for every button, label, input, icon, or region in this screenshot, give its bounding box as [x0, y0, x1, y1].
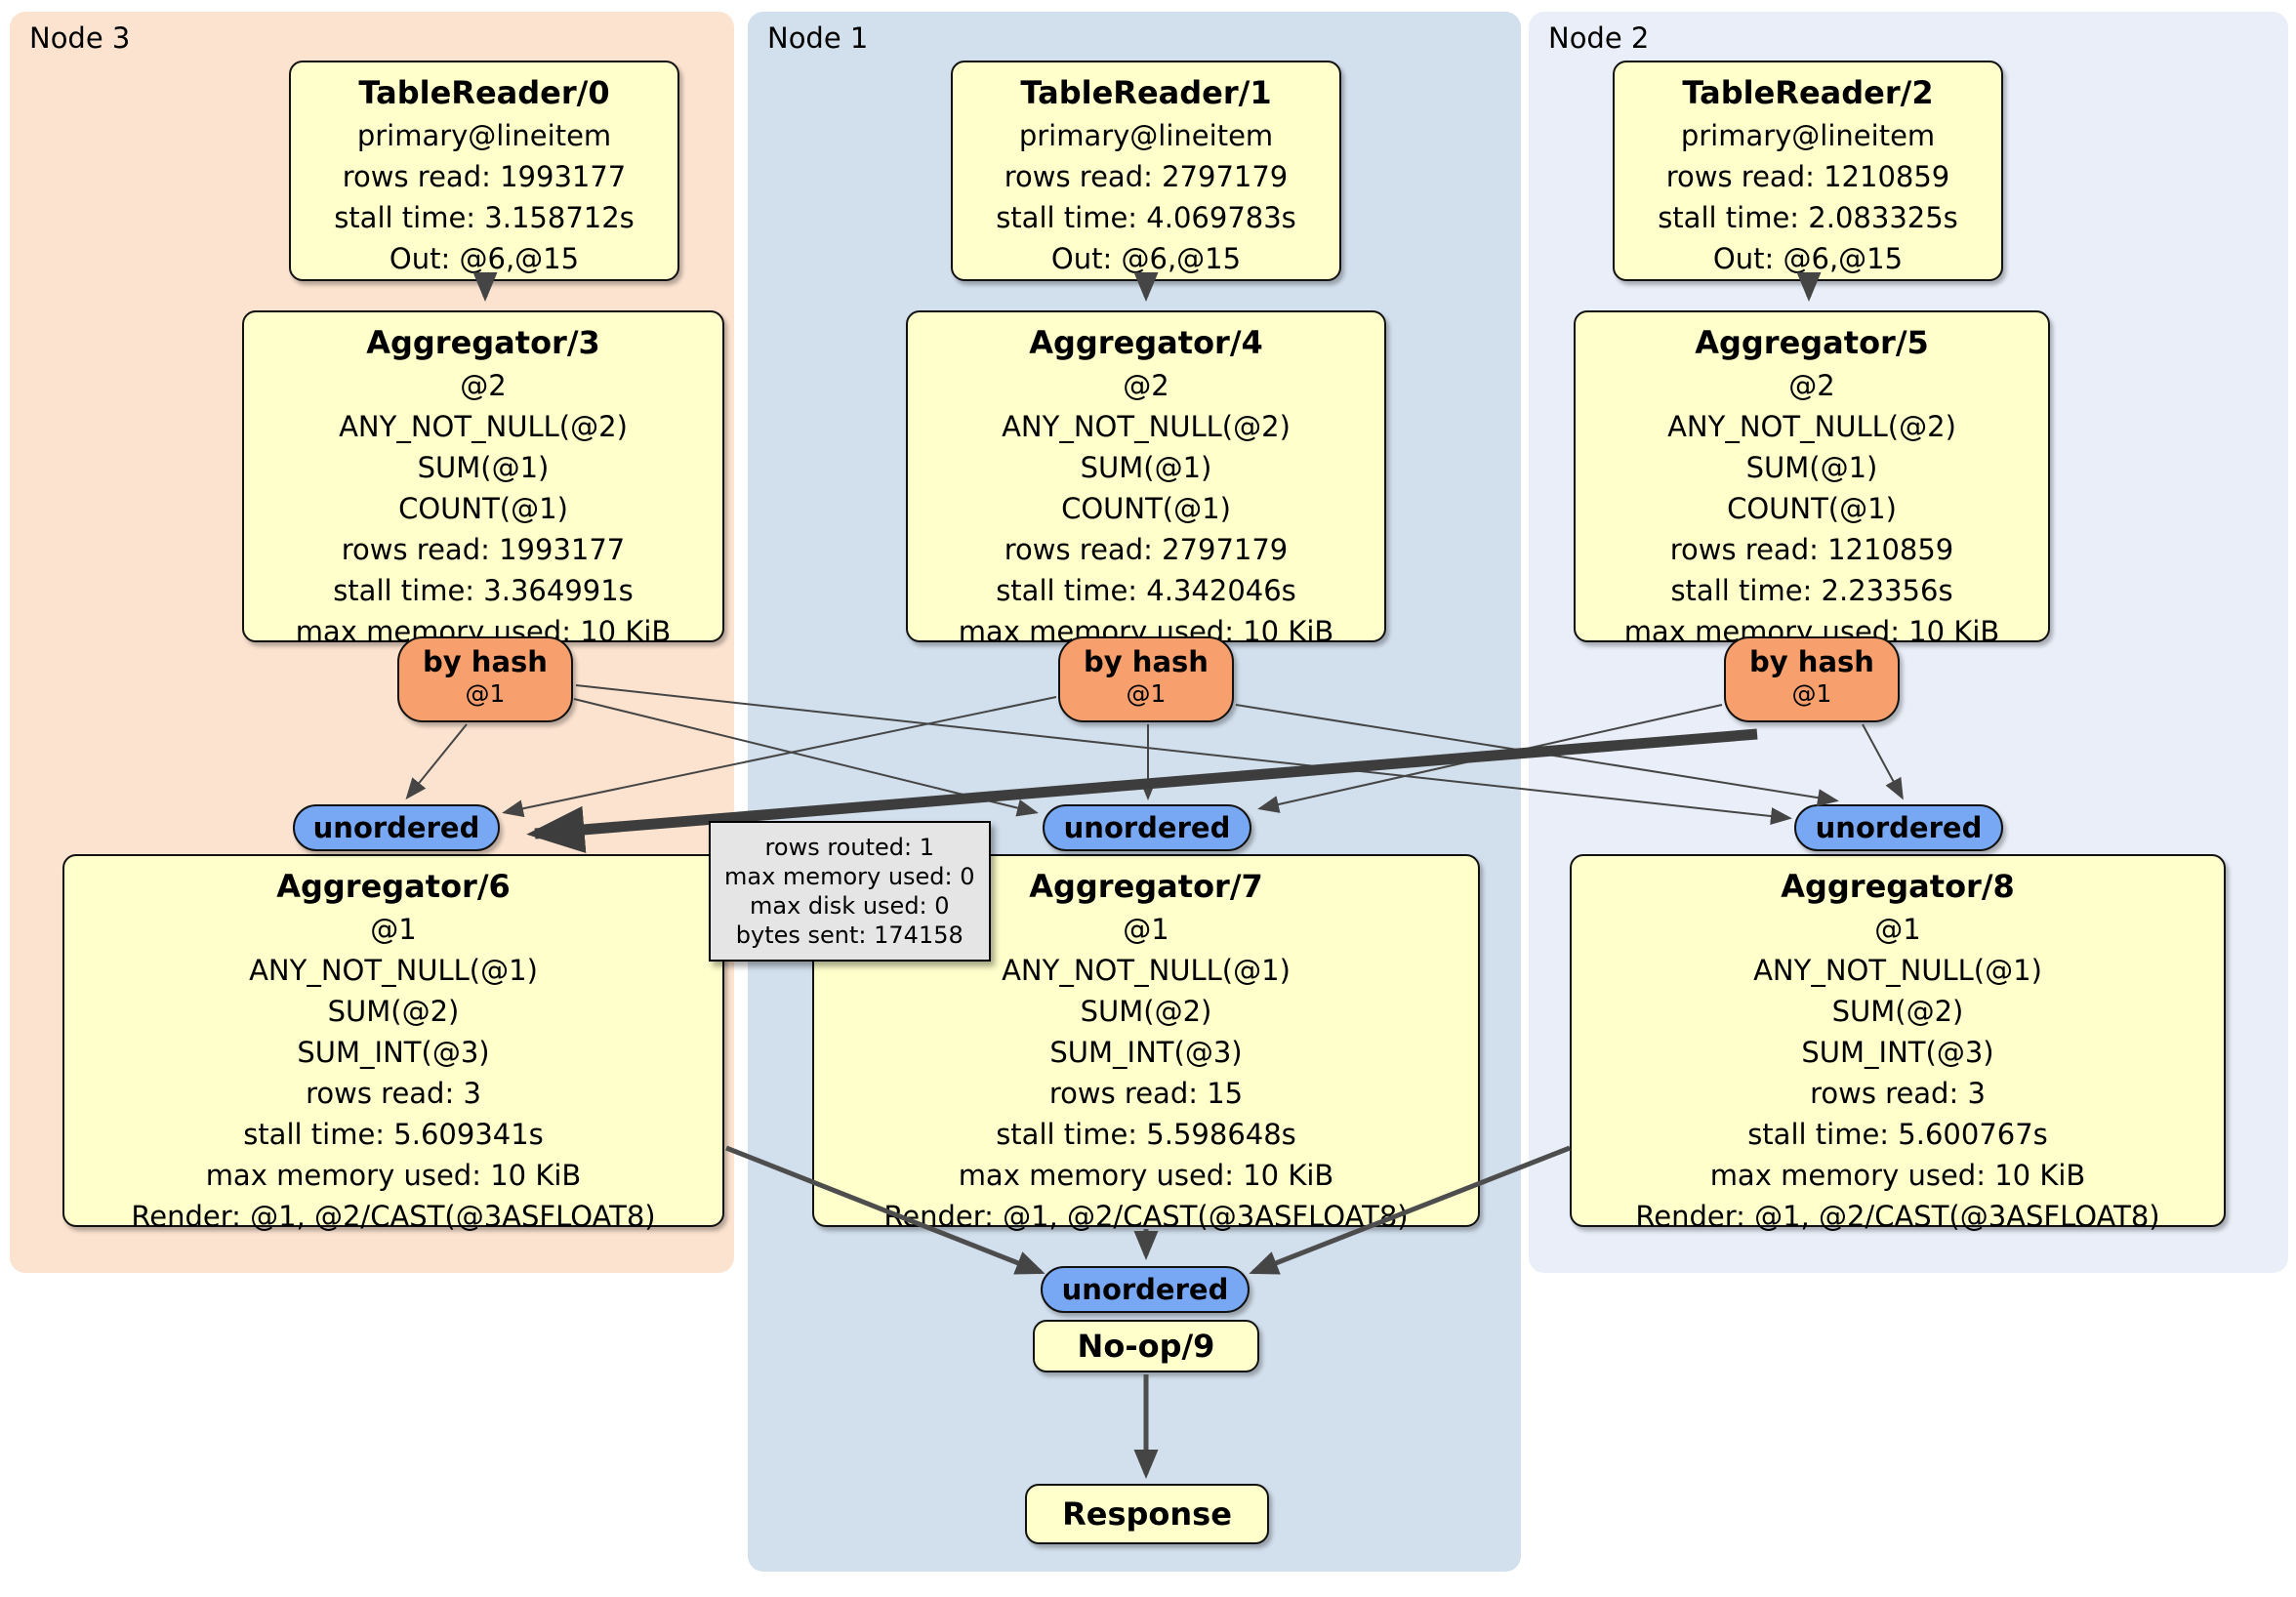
- router-label: by hash: [423, 645, 548, 678]
- box-line: stall time: 4.342046s: [996, 574, 1296, 607]
- box-line: Render: @1, @2/CAST(@3ASFLOAT8): [1635, 1200, 2160, 1233]
- box-title: No-op/9: [1077, 1328, 1215, 1365]
- box-line: rows read: 1993177: [341, 533, 626, 566]
- stream-tooltip: rows routed: 1 max memory used: 0 max di…: [709, 821, 991, 962]
- unordered-sync-final: unordered: [1041, 1266, 1250, 1313]
- node1-label: Node 1: [767, 21, 869, 55]
- box-line: stall time: 2.23356s: [1670, 574, 1953, 607]
- box-line: rows read: 2797179: [1004, 533, 1289, 566]
- box-line: @2: [460, 369, 507, 402]
- router-label: by hash: [1084, 645, 1209, 678]
- node3-label: Node 3: [29, 21, 131, 55]
- box-title: Aggregator/7: [1029, 868, 1263, 905]
- box-line: COUNT(@1): [1061, 492, 1231, 525]
- node2-label: Node 2: [1548, 21, 1650, 55]
- aggregator-5-box: Aggregator/5 @2 ANY_NOT_NULL(@2) SUM(@1)…: [1574, 310, 2050, 648]
- box-line: rows read: 2797179: [1004, 160, 1289, 193]
- box-line: ANY_NOT_NULL(@2): [339, 410, 628, 443]
- router-label: by hash: [1749, 645, 1874, 678]
- box-line: ANY_NOT_NULL(@2): [1002, 410, 1291, 443]
- box-line: SUM(@1): [1080, 451, 1212, 484]
- box-line: rows read: 15: [1048, 1077, 1244, 1110]
- box-title: Aggregator/6: [276, 868, 511, 905]
- box-line: @1: [370, 913, 417, 946]
- noop-box: No-op/9: [1033, 1320, 1259, 1372]
- box-line: stall time: 5.598648s: [996, 1118, 1296, 1151]
- box-line: Render: @1, @2/CAST(@3ASFLOAT8): [883, 1200, 1409, 1233]
- box-line: stall time: 3.158712s: [334, 201, 635, 234]
- box-line: Out: @6,@15: [1050, 242, 1242, 275]
- box-line: @2: [1123, 369, 1169, 402]
- unordered-sync-node3: unordered: [293, 804, 500, 851]
- hash-router-node3: by hash @1: [397, 636, 573, 722]
- tooltip-line: max memory used: 0: [724, 863, 975, 890]
- box-line: primary@lineitem: [1018, 119, 1274, 152]
- box-line: stall time: 2.083325s: [1658, 201, 1958, 234]
- tablereader-2-box: TableReader/2 primary@lineitem rows read…: [1613, 61, 2003, 281]
- box-line: ANY_NOT_NULL(@1): [1002, 954, 1291, 987]
- tablereader-1-box: TableReader/1 primary@lineitem rows read…: [951, 61, 1341, 281]
- box-title: TableReader/2: [1682, 74, 1934, 111]
- box-line: rows read: 1210859: [1669, 533, 1954, 566]
- box-line: SUM(@1): [1745, 451, 1878, 484]
- box-line: SUM_INT(@3): [297, 1036, 490, 1069]
- box-line: ANY_NOT_NULL(@1): [1753, 954, 2042, 987]
- box-line: primary@lineitem: [1680, 119, 1936, 152]
- box-line: max memory used: 10 KiB: [958, 1159, 1334, 1192]
- aggregator-4-box: Aggregator/4 @2 ANY_NOT_NULL(@2) SUM(@1)…: [906, 310, 1386, 648]
- box-line: max memory used: 10 KiB: [1709, 1159, 2086, 1192]
- box-line: rows read: 1210859: [1665, 160, 1950, 193]
- aggregator-3-box: Aggregator/3 @2 ANY_NOT_NULL(@2) SUM(@1)…: [242, 310, 724, 648]
- tooltip-line: max disk used: 0: [749, 892, 950, 920]
- unordered-sync-node2: unordered: [1794, 804, 2003, 851]
- box-line: stall time: 4.069783s: [996, 201, 1296, 234]
- box-title: Response: [1062, 1495, 1232, 1533]
- router-key: @1: [465, 679, 506, 708]
- box-line: ANY_NOT_NULL(@1): [249, 954, 538, 987]
- box-line: COUNT(@1): [1727, 492, 1897, 525]
- box-line: SUM(@2): [327, 995, 460, 1028]
- box-line: max memory used: 10 KiB: [205, 1159, 582, 1192]
- box-line: SUM(@1): [417, 451, 550, 484]
- box-line: SUM(@2): [1831, 995, 1964, 1028]
- box-line: rows read: 1993177: [342, 160, 627, 193]
- box-line: ANY_NOT_NULL(@2): [1667, 410, 1956, 443]
- box-line: stall time: 5.600767s: [1747, 1118, 2048, 1151]
- box-line: @2: [1788, 369, 1835, 402]
- box-title: TableReader/1: [1020, 74, 1272, 111]
- box-line: stall time: 3.364991s: [333, 574, 634, 607]
- box-title: Aggregator/8: [1781, 868, 2015, 905]
- box-line: Out: @6,@15: [389, 242, 580, 275]
- hash-router-node1: by hash @1: [1058, 636, 1234, 722]
- aggregator-6-box: Aggregator/6 @1 ANY_NOT_NULL(@1) SUM(@2)…: [62, 854, 724, 1233]
- box-title: Aggregator/3: [366, 324, 600, 361]
- box-line: COUNT(@1): [398, 492, 568, 525]
- box-line: @1: [1123, 913, 1169, 946]
- hash-router-node2: by hash @1: [1724, 636, 1900, 722]
- box-line: Out: @6,@15: [1712, 242, 1904, 275]
- unordered-sync-node1: unordered: [1043, 804, 1251, 851]
- box-line: @1: [1874, 913, 1921, 946]
- response-box: Response: [1025, 1484, 1269, 1544]
- box-line: Render: @1, @2/CAST(@3ASFLOAT8): [131, 1200, 656, 1233]
- box-line: SUM(@2): [1080, 995, 1212, 1028]
- aggregator-8-box: Aggregator/8 @1 ANY_NOT_NULL(@1) SUM(@2)…: [1570, 854, 2226, 1233]
- box-title: Aggregator/5: [1695, 324, 1929, 361]
- box-line: SUM_INT(@3): [1801, 1036, 1994, 1069]
- box-line: SUM_INT(@3): [1049, 1036, 1243, 1069]
- box-line: stall time: 5.609341s: [243, 1118, 544, 1151]
- box-line: rows read: 3: [306, 1077, 481, 1110]
- router-key: @1: [1791, 679, 1832, 708]
- tooltip-line: rows routed: 1: [764, 834, 934, 861]
- tooltip-line: bytes sent: 174158: [735, 921, 964, 949]
- tablereader-0-box: TableReader/0 primary@lineitem rows read…: [289, 61, 679, 281]
- router-key: @1: [1126, 679, 1167, 708]
- box-line: rows read: 3: [1810, 1077, 1986, 1110]
- box-line: primary@lineitem: [356, 119, 612, 152]
- box-title: TableReader/0: [358, 74, 610, 111]
- box-title: Aggregator/4: [1029, 324, 1263, 361]
